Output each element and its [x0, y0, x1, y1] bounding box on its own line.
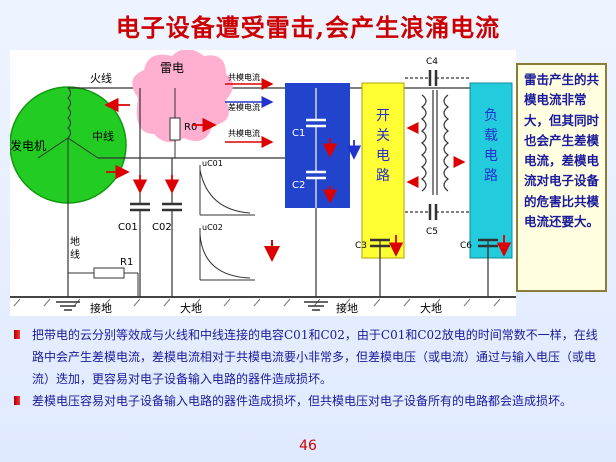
- uc01-label: uC01: [202, 159, 223, 168]
- capacitor-c5: [405, 204, 470, 220]
- switch-char-2: 关: [376, 128, 390, 144]
- callout-box: 雷击产生的共模电流非常大，但其同时也会产生差模电流，差模电流对电子设备的危害比共…: [516, 63, 607, 292]
- uc02-label: uC02: [202, 223, 223, 232]
- diff-mode-label: 差模电流: [228, 102, 260, 112]
- callout-text: 雷击产生的共模电流非常大，但其同时也会产生差模电流，差模电流对电子设备的危害比共…: [524, 72, 600, 230]
- capacitor-c3: [370, 238, 390, 297]
- ground2-label: 接地: [336, 302, 358, 315]
- c01-label: C01: [118, 222, 138, 233]
- load-char-1: 负: [484, 108, 498, 124]
- switch-char-4: 路: [376, 168, 390, 184]
- neutral-wire-label: 中线: [92, 129, 114, 143]
- emi-filter-box: [285, 83, 350, 208]
- ground-wire-label-1: 地: [70, 235, 80, 248]
- capacitor-c4: [405, 70, 470, 86]
- r0-label: R0: [184, 122, 197, 133]
- c1-label: C1: [292, 128, 305, 139]
- resistor-r1: [93, 267, 125, 279]
- bullet-item-1: 把带电的云分别等效成与火线和中线连接的电容C01和C02，由于C01和C02放电…: [32, 328, 598, 386]
- c6-label: C6: [460, 241, 472, 251]
- lightning-label: 雷电: [160, 61, 184, 75]
- bullet-item-2: 差模电压容易对电子设备输入电路的器件造成损坏，但共模电压对电子设备所有的电路都会…: [32, 394, 573, 408]
- waveform-uc01: [199, 165, 255, 216]
- common-mode-label-top: 共模电流: [228, 72, 260, 82]
- r1-label: R1: [120, 257, 133, 268]
- circuit-diagram: 发电机 火线 中线 地 线 R1 雷电 R0: [9, 49, 516, 316]
- live-wire-label: 火线: [90, 71, 112, 85]
- earth2-label: 大地: [420, 301, 442, 315]
- c2-label: C2: [292, 180, 305, 191]
- switch-char-1: 开: [376, 108, 390, 124]
- switch-circuit-box: [361, 82, 405, 259]
- circuit-svg: 发电机 火线 中线 地 线 R1 雷电 R0: [9, 49, 516, 315]
- filter-capacitors: [306, 88, 326, 208]
- ground-wire-label-2: 线: [70, 248, 80, 261]
- switch-char-3: 电: [376, 148, 390, 164]
- load-char-2: 载: [484, 128, 498, 144]
- ground-hatch: [13, 298, 501, 307]
- c4-label: C4: [426, 57, 438, 67]
- waveform-uc02: [199, 228, 255, 281]
- earth1-label: 大地: [180, 301, 202, 315]
- page-number: 46: [299, 438, 317, 454]
- c5-label: C5: [426, 227, 438, 237]
- bullet-icon-2: [14, 396, 20, 405]
- resistor-r0: [169, 117, 181, 141]
- load-char-3: 电: [484, 148, 498, 164]
- c02-label: C02: [152, 222, 172, 233]
- ground1-label: 接地: [90, 302, 112, 315]
- common-mode-label-mid: 共模电流: [228, 128, 260, 138]
- earth-symbol-right: [304, 301, 328, 311]
- generator-windings: [37, 87, 99, 200]
- bullet-icon-1: [14, 330, 20, 339]
- earth-symbol-left: [56, 301, 80, 311]
- bullet-list: 把带电的云分别等效成与火线和中线连接的电容C01和C02，由于C01和C02放电…: [32, 324, 607, 412]
- transformer: [421, 90, 449, 195]
- c3-label: C3: [355, 241, 367, 251]
- load-circuit-box: [469, 82, 513, 259]
- capacitor-c6: [478, 238, 498, 297]
- generator-label: 发电机: [10, 138, 46, 153]
- load-char-4: 路: [484, 168, 498, 184]
- slide-title: 电子设备遭受雷击,会产生浪涌电流: [115, 13, 501, 42]
